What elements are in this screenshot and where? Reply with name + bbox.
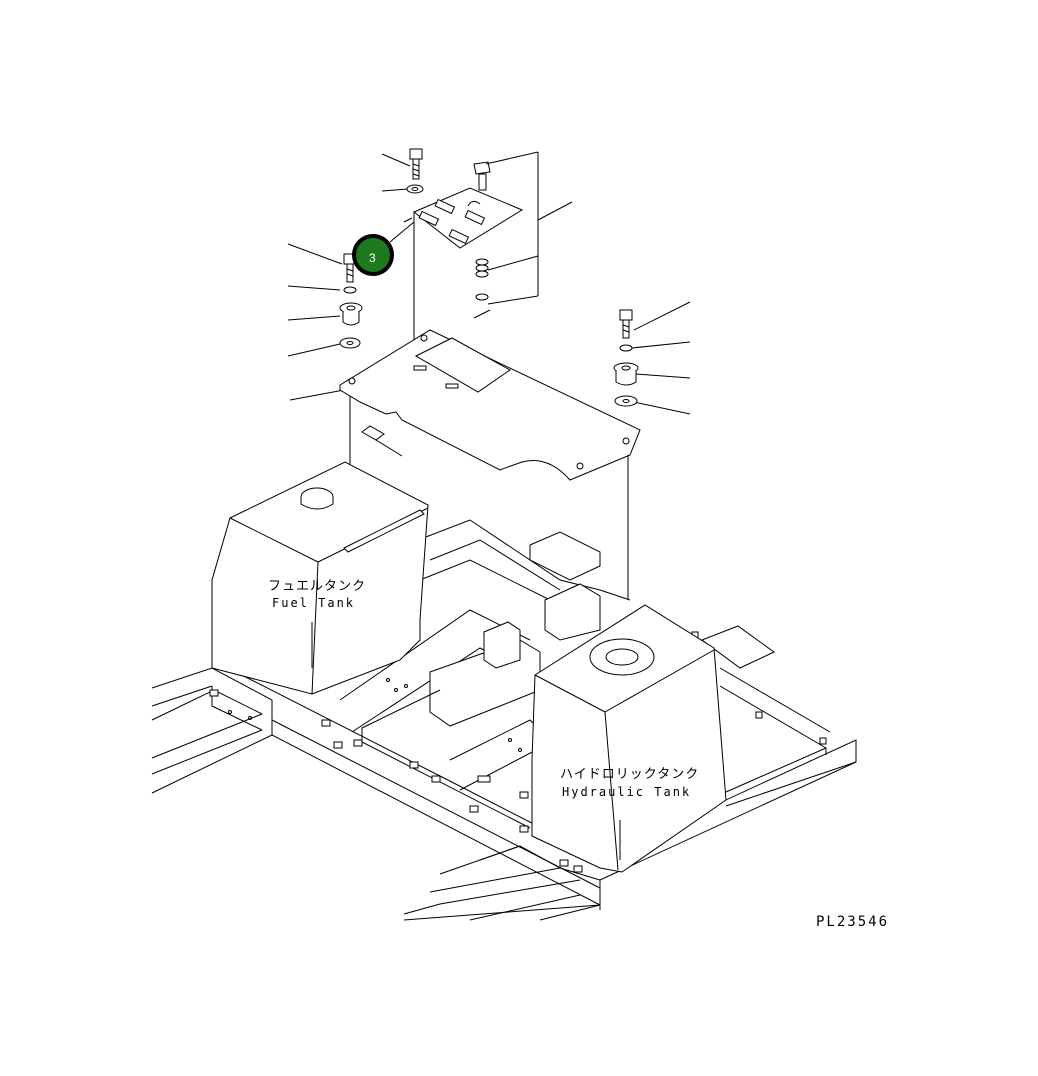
- drawing-code: PL23546: [816, 914, 889, 930]
- fuel-tank-label-en: Fuel Tank: [272, 596, 355, 610]
- clip-icon: [473, 161, 491, 191]
- hinge-icon: [418, 198, 486, 245]
- inspection-cover: [403, 151, 573, 360]
- right-fastener-stack: [613, 301, 691, 600]
- washer-icon: [614, 395, 638, 407]
- hydraulic-tank: ハイドロリックタンク Hydraulic Tank: [531, 604, 727, 873]
- washer-icon: [339, 337, 361, 349]
- callout-badge-3[interactable]: 3: [352, 221, 415, 276]
- spring-icon: [475, 258, 489, 301]
- washer-icon: [619, 344, 633, 352]
- fuel-tank-label-jp: フュエルタンク: [268, 579, 366, 594]
- washer-icon: [343, 286, 357, 294]
- floor-plate: [339, 329, 641, 481]
- washer-icon: [406, 184, 424, 194]
- rubber-mount-icon: [339, 302, 363, 326]
- rubber-mount-icon: [613, 362, 639, 386]
- fuel-tank: フュエルタンク Fuel Tank: [211, 461, 429, 695]
- bolt-icon: [619, 309, 633, 339]
- callout-number: 3: [369, 251, 376, 265]
- bolt-icon: [409, 148, 423, 180]
- bolt-icon: [343, 253, 357, 283]
- hydraulic-tank-label-jp: ハイドロリックタンク: [560, 767, 699, 782]
- hydraulic-tank-label-en: Hydraulic Tank: [562, 785, 691, 799]
